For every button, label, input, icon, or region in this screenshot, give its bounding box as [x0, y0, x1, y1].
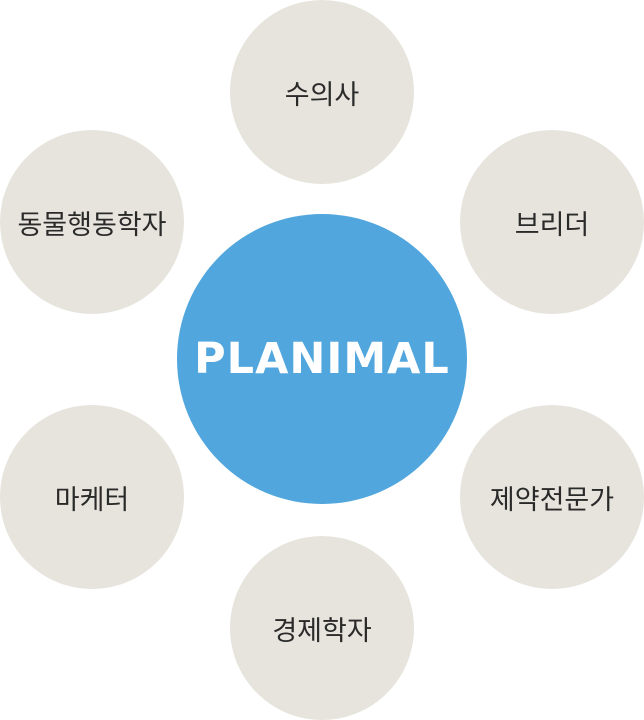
- role-circle-marketer: 마케터: [0, 405, 184, 589]
- role-circle-breeder: 브리더: [460, 130, 644, 314]
- role-label-marketer: 마케터: [54, 484, 130, 516]
- role-circle-pharma-expert: 제약전문가: [460, 405, 644, 589]
- center-label: PLANIMAL: [194, 334, 450, 384]
- role-label-veterinarian: 수의사: [284, 79, 360, 111]
- role-circle-economist: 경제학자: [230, 536, 414, 720]
- role-circle-veterinarian: 수의사: [230, 0, 414, 184]
- role-label-breeder: 브리더: [514, 209, 590, 241]
- role-label-economist: 경제학자: [272, 615, 372, 647]
- role-label-pharma-expert: 제약전문가: [489, 484, 615, 516]
- center-circle-planimal: PLANIMAL: [177, 214, 467, 504]
- role-circle-animal-behaviorist: 동물행동학자: [0, 130, 184, 314]
- role-label-animal-behaviorist: 동물행동학자: [17, 209, 167, 241]
